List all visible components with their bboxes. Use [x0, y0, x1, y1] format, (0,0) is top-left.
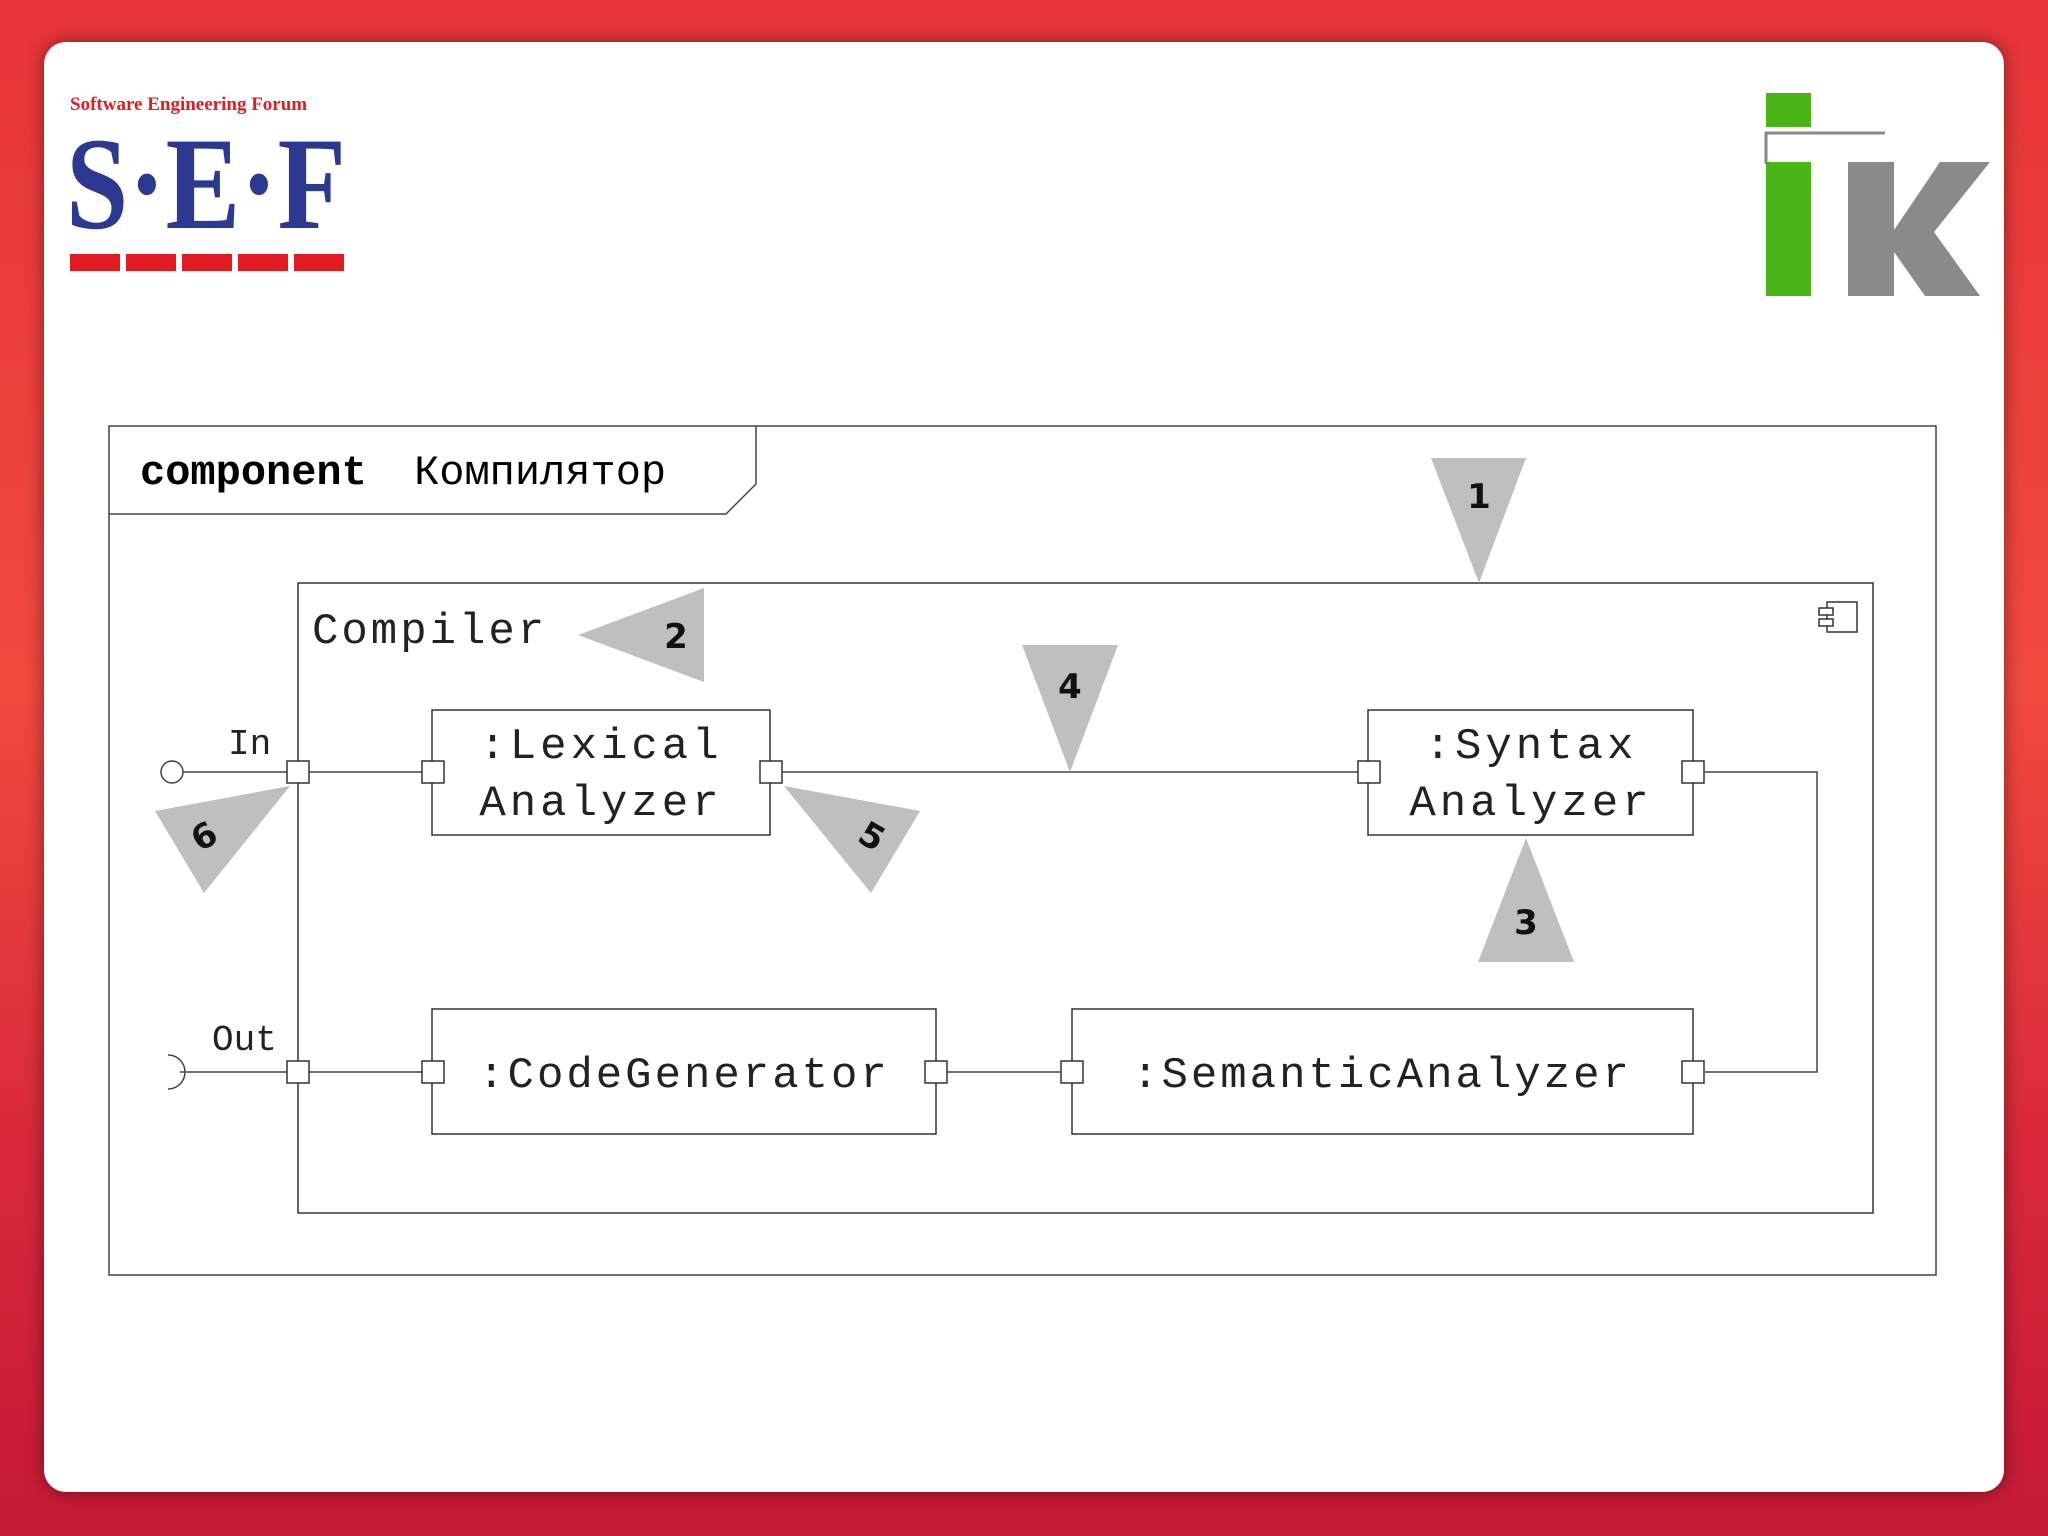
required-interface-icon	[167, 1054, 186, 1090]
port-semantic-out	[1060, 1060, 1084, 1084]
component-icon	[1818, 601, 1858, 633]
sef-letters: S·E·F	[66, 110, 346, 257]
port-in	[286, 760, 310, 784]
code-generator-part: :CodeGenerator	[431, 1008, 937, 1135]
ik-letters: iK	[0, 0, 1, 1]
port-codegen-out	[924, 1060, 948, 1084]
marker-2-label: 2	[664, 617, 688, 657]
marker-4-label: 4	[1058, 667, 1082, 707]
semantic-analyzer-part: :SemanticAnalyzer	[1071, 1008, 1694, 1135]
marker-2: 2	[578, 588, 704, 682]
sef-logo: Software Engineering Forum S·E·F	[66, 94, 346, 271]
marker-4: 4	[1022, 645, 1118, 772]
marker-5: 5	[784, 786, 920, 893]
lexical-label-line2: Analyzer	[479, 779, 722, 829]
port-semantic-in	[1681, 1060, 1705, 1084]
marker-6: 6	[155, 786, 290, 893]
semantic-analyzer-label: :SemanticAnalyzer	[1132, 1051, 1632, 1101]
provided-interface-icon	[160, 760, 184, 784]
marker-1: 1	[1431, 458, 1526, 583]
compiler-component: Compiler	[297, 582, 1874, 1214]
syntax-label-line2: Analyzer	[1409, 779, 1652, 829]
compiler-label: Compiler	[312, 607, 547, 657]
syntax-analyzer-part: :Syntax Analyzer	[1367, 709, 1694, 836]
port-lexical-out	[759, 760, 783, 784]
frame-keyword: component	[140, 449, 367, 497]
svg-text:component Компилятор: component Компилятор	[140, 449, 666, 497]
markers: 1 2 3 4 5 6	[155, 458, 1574, 962]
marker-3: 3	[1478, 838, 1574, 962]
lexical-analyzer-part: :Lexical Analyzer	[431, 709, 771, 836]
port-out-label: Out	[212, 1020, 277, 1061]
port-out	[286, 1060, 310, 1084]
marker-3-label: 3	[1514, 903, 1538, 943]
port-lexical-in	[421, 760, 445, 784]
sef-caption: Software Engineering Forum	[70, 94, 307, 115]
marker-1-label: 1	[1467, 477, 1491, 517]
frame-title: Компилятор	[414, 449, 666, 497]
port-in-label: In	[228, 724, 271, 765]
code-generator-label: :CodeGenerator	[478, 1051, 890, 1101]
port-syntax-out	[1681, 760, 1705, 784]
port-syntax-in	[1357, 760, 1381, 784]
port-codegen-in	[421, 1060, 445, 1084]
ports	[286, 760, 1705, 1084]
syntax-label-line1: :Syntax	[1425, 722, 1638, 772]
ik-logo: iK	[0, 0, 1990, 296]
component-frame: component Компилятор	[108, 425, 1937, 1276]
lexical-label-line1: :Lexical	[479, 722, 722, 772]
